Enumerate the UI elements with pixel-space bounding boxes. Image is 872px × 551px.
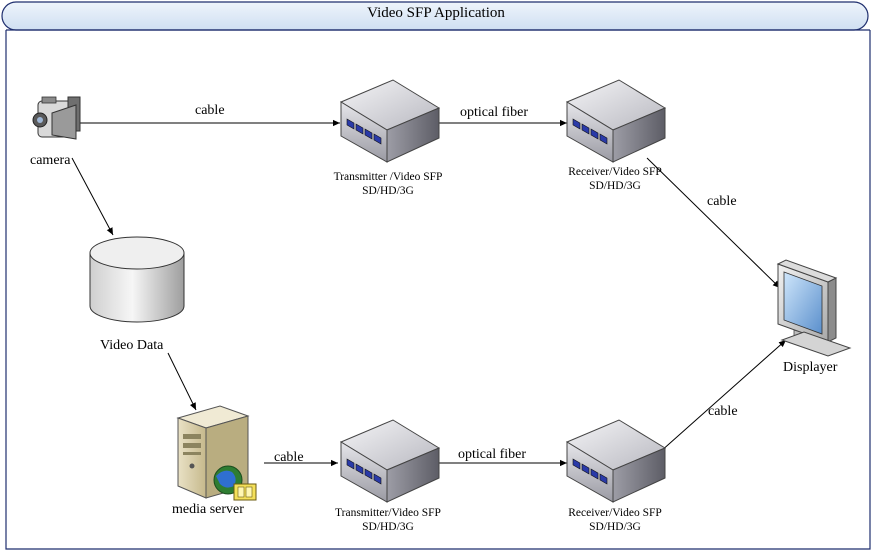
tx-bottom-label-line1: Transmitter/Video SFP — [335, 507, 441, 519]
tx-top-label: Transmitter /Video SFP SD/HD/3G — [308, 170, 468, 198]
media-server-icon — [176, 405, 257, 501]
sfp-transmitter-top-icon — [339, 79, 441, 163]
link-label-tx-rx-top: optical fiber — [460, 105, 529, 120]
link-label-rx-display-top: cable — [707, 194, 737, 209]
link-rx-to-display-top — [646, 157, 781, 289]
rx-top-label-line2: SD/HD/3G — [589, 180, 641, 192]
tx-bottom-label-line2: SD/HD/3G — [362, 521, 414, 533]
database-icon — [89, 236, 185, 323]
link-label-camera-tx: cable — [195, 103, 225, 118]
camera-label: camera — [30, 153, 71, 168]
rx-bottom-label: Receiver/Video SFP SD/HD/3G — [535, 506, 695, 534]
connections — [71, 119, 787, 467]
displayer-label: Displayer — [783, 360, 838, 375]
diagram-title: Video SFP Application — [367, 5, 505, 21]
video-data-label: Video Data — [100, 338, 164, 353]
rx-top-label-line1: Receiver/Video SFP — [568, 166, 662, 178]
link-label-server-tx: cable — [274, 450, 304, 465]
media-server-label: media server — [172, 502, 244, 517]
rx-top-label: Receiver/Video SFP SD/HD/3G — [535, 165, 695, 193]
rx-bottom-label-line2: SD/HD/3G — [589, 521, 641, 533]
link-rx-to-display-bottom — [659, 339, 787, 453]
monitor-icon — [776, 259, 852, 357]
sfp-receiver-bottom-icon — [565, 419, 667, 503]
sfp-receiver-top-icon — [565, 79, 667, 163]
tx-bottom-label: Transmitter/Video SFP SD/HD/3G — [308, 506, 468, 534]
rx-bottom-label-line1: Receiver/Video SFP — [568, 507, 662, 519]
tx-top-label-line2: SD/HD/3G — [362, 185, 414, 197]
tx-top-label-line1: Transmitter /Video SFP — [333, 171, 443, 183]
camera-icon — [32, 96, 81, 140]
link-label-tx-rx-bottom: optical fiber — [458, 447, 527, 462]
sfp-transmitter-bottom-icon — [339, 419, 441, 503]
link-label-rx-display-bottom: cable — [708, 404, 738, 419]
link-camera-to-storage — [71, 157, 114, 236]
link-storage-to-server — [167, 352, 197, 411]
